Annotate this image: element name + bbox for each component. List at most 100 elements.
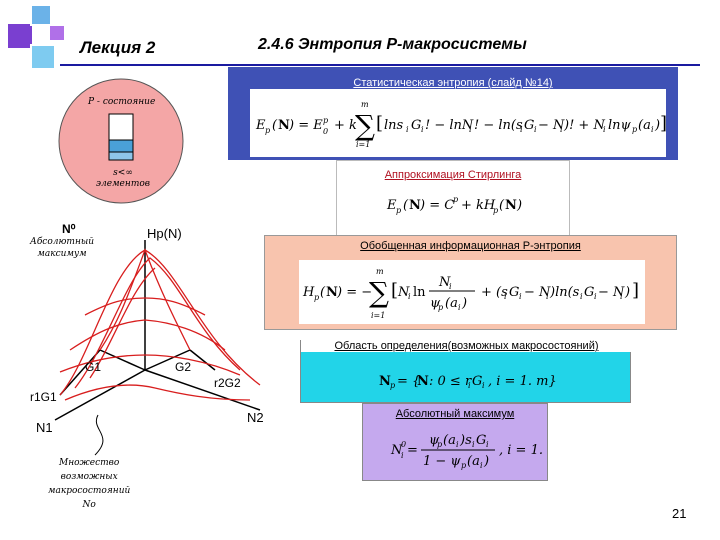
n1-axis: [55, 370, 145, 420]
info-entropy-formula-box: Hp (N ) = − ∑ m i=1 [ Ni ln Ni ψp (ai ) …: [299, 260, 645, 324]
svg-text:! − lnN: ! − lnN: [425, 118, 474, 133]
slide-title: 2.4.6 Энтропия Р-макросистемы: [258, 36, 527, 54]
svg-text:[: [: [391, 280, 398, 301]
svg-text:p: p: [632, 125, 637, 134]
svg-text:i: i: [421, 125, 424, 134]
stat-entropy-formula-box: Ep (N) = E p0 + k ∑ m i=1 [ lnsi Gi ! − …: [250, 89, 666, 157]
svg-text:p: p: [437, 440, 442, 449]
decor-square-3: [30, 44, 56, 70]
hp-label: Hp(N): [147, 226, 182, 241]
svg-text:)s: )s: [459, 433, 472, 448]
panel-stirling-title: Аппроксимация Стирлинга: [337, 169, 569, 181]
svg-text:0: 0: [401, 440, 406, 449]
svg-text:p: p: [453, 195, 458, 204]
svg-text:p: p: [390, 381, 395, 390]
svg-text:i=1: i=1: [356, 140, 370, 149]
info-entropy-formula: Hp (N ) = − ∑ m i=1 [ Ni ln Ni ψp (ai ) …: [299, 260, 645, 324]
set-label: Множество возможных макросостояний No: [48, 456, 130, 512]
svg-text:p: p: [323, 116, 328, 125]
svg-text:i: i: [620, 292, 623, 301]
decor-square-4: [48, 24, 66, 42]
svg-text:)! + N: )! + N: [563, 118, 605, 133]
svg-text:∑: ∑: [355, 109, 375, 142]
svg-text:m: m: [376, 267, 384, 276]
svg-text:i: i: [560, 125, 563, 134]
svg-text:i: i: [469, 125, 472, 134]
svg-text:G: G: [476, 433, 486, 448]
svg-text:i: i: [580, 292, 583, 301]
svg-text:i: i: [458, 303, 461, 312]
svg-text:∑: ∑: [369, 276, 389, 309]
panel-domain: Область определения(возможных макрососто…: [300, 340, 631, 403]
svg-text:i: i: [482, 381, 485, 390]
abs-max-label: Абсолютный максимум: [30, 236, 94, 260]
svg-text:lns: lns: [384, 118, 404, 133]
svg-text:+ k: + k: [334, 118, 357, 133]
svg-text:m: m: [361, 100, 369, 109]
svg-text:N: N: [417, 374, 429, 389]
svg-text:G: G: [524, 118, 534, 133]
n0-label: N⁰: [62, 222, 75, 236]
svg-text:) = E: ) = E: [288, 118, 323, 133]
svg-text:ln: ln: [413, 285, 426, 300]
svg-text:p: p: [438, 303, 443, 312]
svg-text:i: i: [603, 125, 606, 134]
svg-text:i: i: [456, 440, 459, 449]
svg-text:i: i: [534, 125, 537, 134]
domain-formula: N p = { N : 0 ≤ ri Gi , i = 1. m}: [301, 359, 630, 399]
svg-text:, i = 1. m}: , i = 1. m}: [488, 374, 557, 389]
svg-text:, i = 1. m: , i = 1. m: [499, 443, 547, 458]
svg-text:0: 0: [323, 127, 328, 136]
g1-label: G1: [85, 360, 101, 374]
page-number: 21: [672, 506, 686, 521]
svg-text:i: i: [401, 451, 404, 460]
svg-text:N: N: [505, 198, 517, 213]
svg-text:[: [: [376, 113, 383, 134]
svg-text:]: ]: [660, 113, 666, 134]
svg-text:): ): [461, 296, 467, 311]
header-divider: [60, 64, 700, 66]
svg-text:i: i: [406, 125, 409, 134]
svg-text:i: i: [472, 440, 475, 449]
svg-text:i: i: [651, 125, 654, 134]
svg-text:p: p: [396, 206, 401, 215]
panel-statistical-entropy: Статистическая энтропия (слайд №14) Ep (…: [228, 67, 678, 160]
n2-label: N2: [247, 410, 264, 425]
svg-text:p: p: [461, 461, 466, 470]
svg-text:G: G: [411, 118, 421, 133]
svg-text:G: G: [509, 285, 519, 300]
p-state-label: Р - состояние: [88, 97, 155, 107]
panel-abs-max-title: Абсолютный максимум: [363, 408, 547, 420]
svg-text:i: i: [449, 282, 452, 291]
decor-square-2: [30, 4, 52, 26]
svg-text:p: p: [493, 206, 498, 215]
svg-text:) = −: ) = −: [336, 285, 372, 300]
r1g1-label: r1G1: [30, 390, 57, 404]
n1-label: N1: [36, 420, 53, 435]
svg-text:i: i: [504, 292, 507, 301]
svg-text:: 0 ≤ r: : 0 ≤ r: [429, 374, 472, 389]
svg-text:(a: (a: [638, 118, 651, 133]
svg-text:p: p: [265, 126, 270, 135]
svg-text:i: i: [519, 292, 522, 301]
lecture-title: Лекция 2: [80, 38, 155, 58]
svg-text:i: i: [546, 292, 549, 301]
svg-text:]: ]: [632, 280, 639, 301]
svg-text:): ): [516, 198, 522, 213]
svg-text:G: G: [472, 374, 482, 389]
svg-text:): ): [483, 454, 489, 469]
svg-text:i: i: [594, 292, 597, 301]
svg-text:1 − ψ: 1 − ψ: [423, 454, 461, 469]
panel-domain-title: Область определения(возможных макрососто…: [301, 340, 632, 352]
r2g2-label: r2G2: [214, 376, 241, 390]
svg-text:i: i: [480, 461, 483, 470]
svg-text:+ kH: + kH: [461, 198, 496, 213]
svg-text:)ln(s: )ln(s: [549, 285, 580, 300]
g2-label: G2: [175, 360, 191, 374]
svg-text:=: =: [407, 443, 418, 458]
svg-text:i: i: [468, 381, 471, 390]
